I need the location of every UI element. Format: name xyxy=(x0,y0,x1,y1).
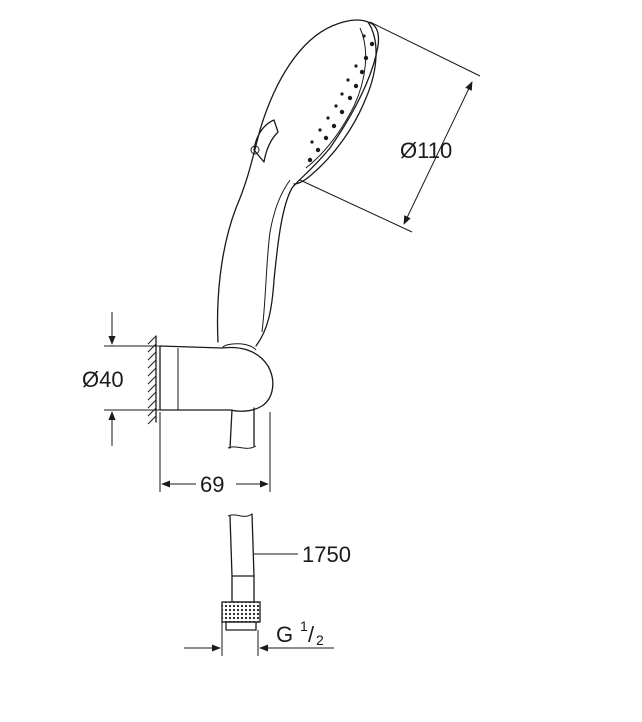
wall-hatching xyxy=(147,335,157,425)
dimension-holder-diameter: Ø40 xyxy=(82,312,160,446)
holder-collar xyxy=(221,343,257,351)
dimension-head-diameter: Ø110 xyxy=(299,21,481,233)
dimension-thread: G 1 / 2 xyxy=(184,618,334,656)
spray-face xyxy=(293,21,377,185)
thread-prefix-label: G xyxy=(276,622,293,647)
thread-numerator-label: 1 xyxy=(300,618,308,634)
hose-sleeve xyxy=(231,575,255,603)
hand-shower xyxy=(216,19,380,347)
spray-nozzles xyxy=(307,34,375,163)
spray-face-inner xyxy=(305,27,367,169)
head-diameter-label: Ø110 xyxy=(400,138,452,163)
hose-left-edge xyxy=(229,515,233,577)
dimension-holder-depth: 69 xyxy=(159,412,271,497)
handle-inner-line xyxy=(261,179,291,333)
dimension-hose-length: 1750 xyxy=(254,542,351,567)
extension-line-bottom xyxy=(299,179,413,233)
button-icon xyxy=(253,119,279,163)
button-dot-icon xyxy=(250,145,260,155)
thread-slash-label: / xyxy=(308,622,315,647)
hose-stub-break xyxy=(227,445,257,449)
hose-assembly xyxy=(221,513,261,631)
holder-depth-label: 69 xyxy=(200,472,224,497)
knurled-nut-icon xyxy=(221,601,261,623)
handle-outline xyxy=(216,19,380,347)
wall-holder xyxy=(147,335,274,449)
hose-top-break xyxy=(227,513,253,517)
thread-end xyxy=(225,621,257,631)
thread-denominator-label: 2 xyxy=(316,632,324,648)
hose-stub xyxy=(229,407,255,449)
dimension-arrow-head xyxy=(403,81,473,225)
holder-diameter-label: Ø40 xyxy=(82,367,124,392)
hose-length-label: 1750 xyxy=(302,542,351,567)
extension-line-top xyxy=(369,21,481,77)
hose-right-edge xyxy=(251,513,255,577)
holder-body xyxy=(159,345,274,412)
